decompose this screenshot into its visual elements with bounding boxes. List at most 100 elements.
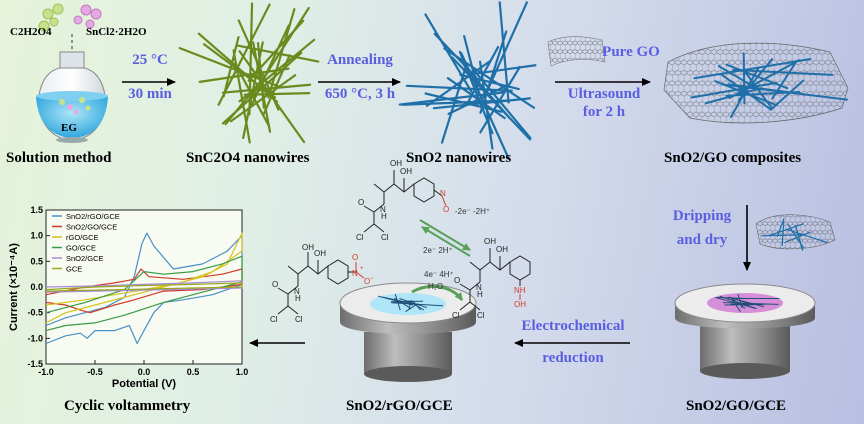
- step5-line1: Electrochemical: [521, 318, 625, 334]
- cv-x-label: Potential (V): [112, 378, 177, 390]
- atom-h-1: H: [381, 212, 387, 221]
- composite-nanowire: [704, 87, 763, 105]
- flake-nanowire: [784, 231, 811, 243]
- atom-oh-3: OH: [302, 243, 314, 252]
- cv-legend-label: rGO/GCE: [66, 233, 99, 242]
- cv-x-tick-label: 1.0: [236, 367, 249, 377]
- cv-legend-label: SnO2/rGO/GCE: [66, 212, 120, 221]
- step2-title: Annealing: [327, 52, 393, 68]
- reduction-arrow: [419, 219, 471, 251]
- oxalate-nanowire: [217, 3, 271, 106]
- atom-n-5: N: [476, 283, 482, 292]
- atom-cl-5: Cl: [452, 311, 460, 320]
- cv-plot-frame: [45, 209, 243, 365]
- composite-nanowire: [725, 63, 789, 90]
- mech-label-electrons: 4e⁻ 4H⁺: [424, 270, 454, 279]
- atom-n-4: N: [352, 269, 358, 278]
- cv-x-tick-label: 0.0: [138, 367, 151, 377]
- cv-legend-label: SnO2/GCE: [66, 254, 104, 263]
- reagent-tin-chloride: SnCl2·2H2O: [86, 26, 147, 38]
- oxalate-nanowire: [237, 69, 270, 127]
- cv-y-tick-label: -0.5: [27, 308, 43, 318]
- oxide-nanowire: [401, 99, 509, 106]
- oxide-nanowire: [463, 64, 511, 120]
- oxalate-nanowire: [222, 36, 240, 98]
- graphene-oxide-sheet: [547, 36, 606, 67]
- atom-oh-7: OH: [514, 300, 526, 309]
- atom-o-3: O: [272, 280, 278, 289]
- composite-nanowire: [714, 80, 778, 107]
- oxide-nanowires: [398, 1, 537, 160]
- cv-x-tick-label: 0.5: [187, 367, 200, 377]
- atom-cl-1: Cl: [356, 233, 364, 242]
- step5-line2: reduction: [542, 350, 604, 366]
- atom-oh-2: OH: [400, 167, 412, 176]
- oxide-nanowire: [425, 60, 492, 107]
- oxide-nanowire: [405, 84, 513, 92]
- molecule-nitro: [277, 252, 365, 315]
- atom-cl-2: Cl: [381, 233, 389, 242]
- electrode-nanowire: [394, 293, 401, 311]
- cv-legend-label: GO/GCE: [66, 244, 96, 253]
- electrode-go: [674, 283, 816, 379]
- nitro-reduction-arrow: [411, 284, 464, 301]
- oxalate-nanowire: [256, 41, 265, 109]
- step1-time: 30 min: [128, 86, 172, 102]
- charge-minus: −: [370, 276, 374, 282]
- cv-y-tick-label: 1.0: [30, 231, 43, 241]
- flake-nanowire: [794, 225, 804, 251]
- cv-x-tick-label: -1.0: [38, 367, 54, 377]
- atom-cl-4: Cl: [295, 315, 303, 324]
- atom-o-1: O: [358, 198, 364, 207]
- oxalate-nanowire: [242, 41, 264, 140]
- electrode-nanowire: [412, 300, 421, 311]
- atom-o-2: O: [443, 205, 449, 214]
- oxalate-nanowire: [237, 19, 280, 111]
- cv-legend-label: GCE: [66, 265, 82, 274]
- atom-h-2: H: [295, 294, 301, 303]
- cv-series-line: [45, 255, 243, 332]
- electrode-nanowire: [377, 295, 413, 306]
- cv-y-tick-label: -1.5: [27, 359, 43, 369]
- cv-y-tick-label: 0.0: [30, 282, 43, 292]
- cv-legend-label: SnO2/GO/GCE: [66, 223, 117, 232]
- cv-y-tick-label: 1.5: [30, 205, 43, 215]
- oxide-nanowire: [463, 35, 480, 95]
- oxide-nanowire: [443, 47, 536, 109]
- solution-method-label: Solution method: [6, 150, 112, 166]
- oxide-nanowire: [474, 64, 537, 75]
- atom-n-3: N: [294, 287, 300, 296]
- cv-series-line: [45, 232, 243, 324]
- composite-nanowire: [732, 68, 834, 76]
- oxide-nanowire: [446, 77, 506, 120]
- flake-nanowire: [785, 228, 828, 244]
- oxalate-nanowire: [267, 8, 296, 99]
- flask: [36, 3, 108, 143]
- atom-oh-1: OH: [390, 159, 402, 168]
- mech-label-water: H₂O: [428, 282, 443, 291]
- go-composite: [663, 42, 849, 124]
- composite-flake: [755, 214, 836, 251]
- atom-oh-6: OH: [496, 245, 508, 254]
- electrode-nanowire: [729, 296, 753, 306]
- composite-label: SnO2/GO composites: [664, 150, 802, 166]
- step1-temperature: 25 °C: [132, 52, 168, 68]
- oxalate-nanowires: [178, 2, 320, 144]
- oxalate-nanowire: [243, 92, 311, 96]
- atom-o-4: O: [352, 253, 358, 262]
- step4-line2: and dry: [676, 232, 728, 248]
- mech-label-oxidation: -2e⁻ -2H⁺: [455, 207, 490, 216]
- flake-nanowire: [781, 220, 785, 247]
- flake-nanowire: [776, 218, 785, 237]
- electrode-nanowire: [719, 295, 756, 309]
- atom-oh-4: OH: [314, 249, 326, 258]
- oxide-label: SnO2 nanowires: [406, 150, 512, 166]
- atom-o-5: O: [364, 277, 370, 286]
- oxalate-nanowire: [250, 24, 290, 106]
- atom-nh: NH: [514, 286, 526, 295]
- atom-n-2: N: [440, 189, 446, 198]
- step4-line1: Dripping: [672, 208, 732, 224]
